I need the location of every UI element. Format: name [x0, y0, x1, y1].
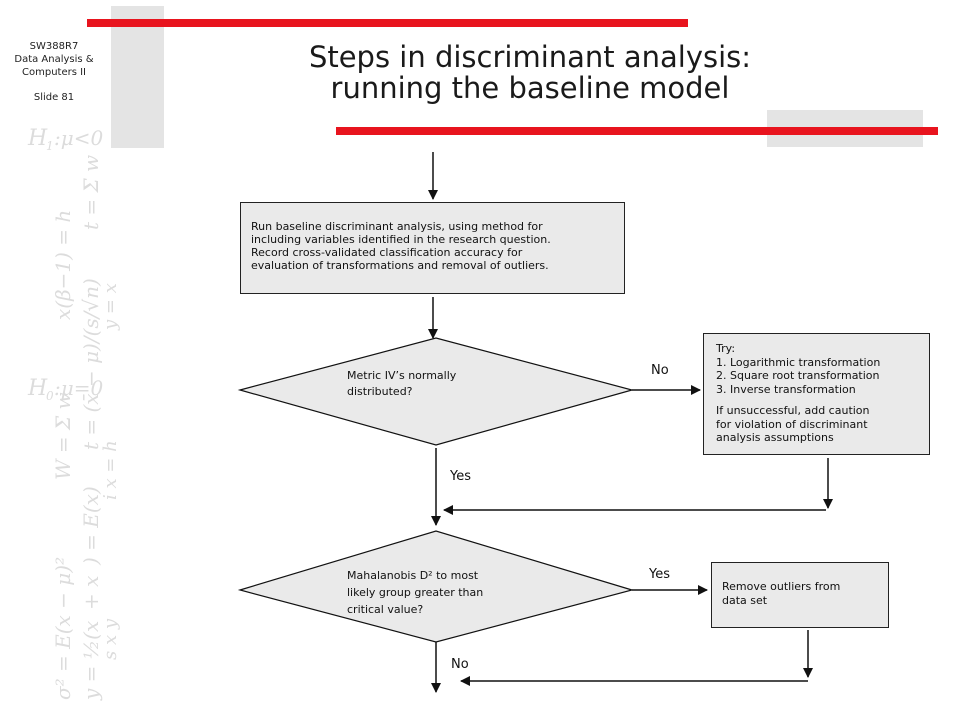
edge-label-normality-no: No	[651, 363, 669, 378]
process-box-remove-outliers: Remove outliers from data set	[711, 562, 889, 628]
slide-number: Slide 81	[33, 92, 75, 103]
course-code: SW388R7	[29, 41, 79, 52]
baseline-text-line: Run baseline discriminant analysis, usin…	[251, 220, 543, 233]
course-name-line-1: Data Analysis &	[14, 54, 94, 65]
svg-text:) = E(x): ) = E(x)	[79, 486, 103, 566]
svg-text:H: H	[27, 376, 48, 401]
try-text-line: analysis assumptions	[716, 431, 834, 444]
edge-label-normality-yes: Yes	[450, 469, 471, 484]
svg-text:t = Σ w: t = Σ w	[79, 155, 103, 230]
try-text-line: 2. Square root transformation	[716, 369, 880, 382]
accent-line-top	[87, 19, 688, 27]
svg-text::μ=0: :μ=0	[54, 376, 103, 400]
decision-diamond-outliers	[237, 530, 635, 643]
decision-text-line: distributed?	[347, 385, 413, 398]
decision-text-line: likely group greater than	[347, 586, 484, 599]
svg-text:+ x: + x	[79, 576, 103, 610]
svg-text:i x = h: i x = h	[100, 440, 120, 500]
decision-text-line: Mahalanobis D² to most	[347, 569, 479, 582]
try-text-line: If unsuccessful, add caution	[716, 404, 870, 417]
process-box-baseline: Run baseline discriminant analysis, usin…	[240, 202, 625, 294]
slide-title: Steps in discriminant analysis: running …	[240, 42, 820, 104]
svg-text:σ² = E(x − μ)²: σ² = E(x − μ)²	[51, 557, 75, 700]
try-text-line: 3. Inverse transformation	[716, 382, 856, 396]
slide-title-line-2: running the baseline model	[330, 71, 730, 105]
try-text-line: for violation of discriminant	[716, 417, 868, 431]
slide-title-line-1: Steps in discriminant analysis:	[308, 40, 752, 74]
edge-label-outliers-no: No	[451, 657, 469, 672]
remove-text-line: Remove outliers from	[722, 580, 841, 593]
edge-label-outliers-yes: Yes	[649, 567, 670, 582]
baseline-text-line: Record cross-validated classification ac…	[251, 246, 523, 259]
svg-text:W = Σ w: W = Σ w	[51, 392, 75, 480]
svg-text:s x y: s x y	[100, 618, 120, 660]
try-text-spacer	[716, 396, 919, 404]
decision-text-normality: Metric IV’s normally distributed?	[347, 368, 456, 400]
svg-text:y = ½(x: y = ½(x	[79, 621, 103, 701]
baseline-text-line: including variables identified in the re…	[251, 233, 551, 246]
course-name-line-2: Computers II	[22, 67, 86, 78]
decision-text-line: critical value?	[347, 603, 424, 616]
accent-line-bottom	[336, 127, 938, 135]
baseline-text-line: evaluation of transformations and remova…	[251, 259, 549, 272]
svg-text::μ<0: :μ<0	[54, 126, 103, 150]
svg-text:H: H	[27, 126, 48, 151]
svg-text:y = x: y = x	[100, 283, 120, 331]
process-box-transformations: Try: 1. Logarithmic transformation 2. Sq…	[703, 333, 930, 455]
svg-text:t = (x̄ − μ)/(s/√n): t = (x̄ − μ)/(s/√n)	[79, 278, 103, 450]
svg-text:1: 1	[46, 139, 54, 153]
decision-diamond-normality	[237, 337, 635, 446]
try-text-line: 1. Logarithmic transformation	[716, 355, 881, 369]
try-text-line: Try:	[716, 342, 736, 355]
formula-watermark: H 1 :μ<0 H 0 :μ=0 y = ½(x + x ) = E(x) t…	[27, 126, 120, 701]
decorative-bar-left	[111, 6, 164, 148]
decision-text-outliers: Mahalanobis D² to most likely group grea…	[347, 567, 483, 618]
svg-text:0: 0	[46, 389, 54, 403]
remove-text-line: data set	[722, 594, 768, 607]
svg-text:x(β−1) = h: x(β−1) = h	[51, 210, 75, 320]
decision-text-line: Metric IV’s normally	[347, 369, 457, 382]
